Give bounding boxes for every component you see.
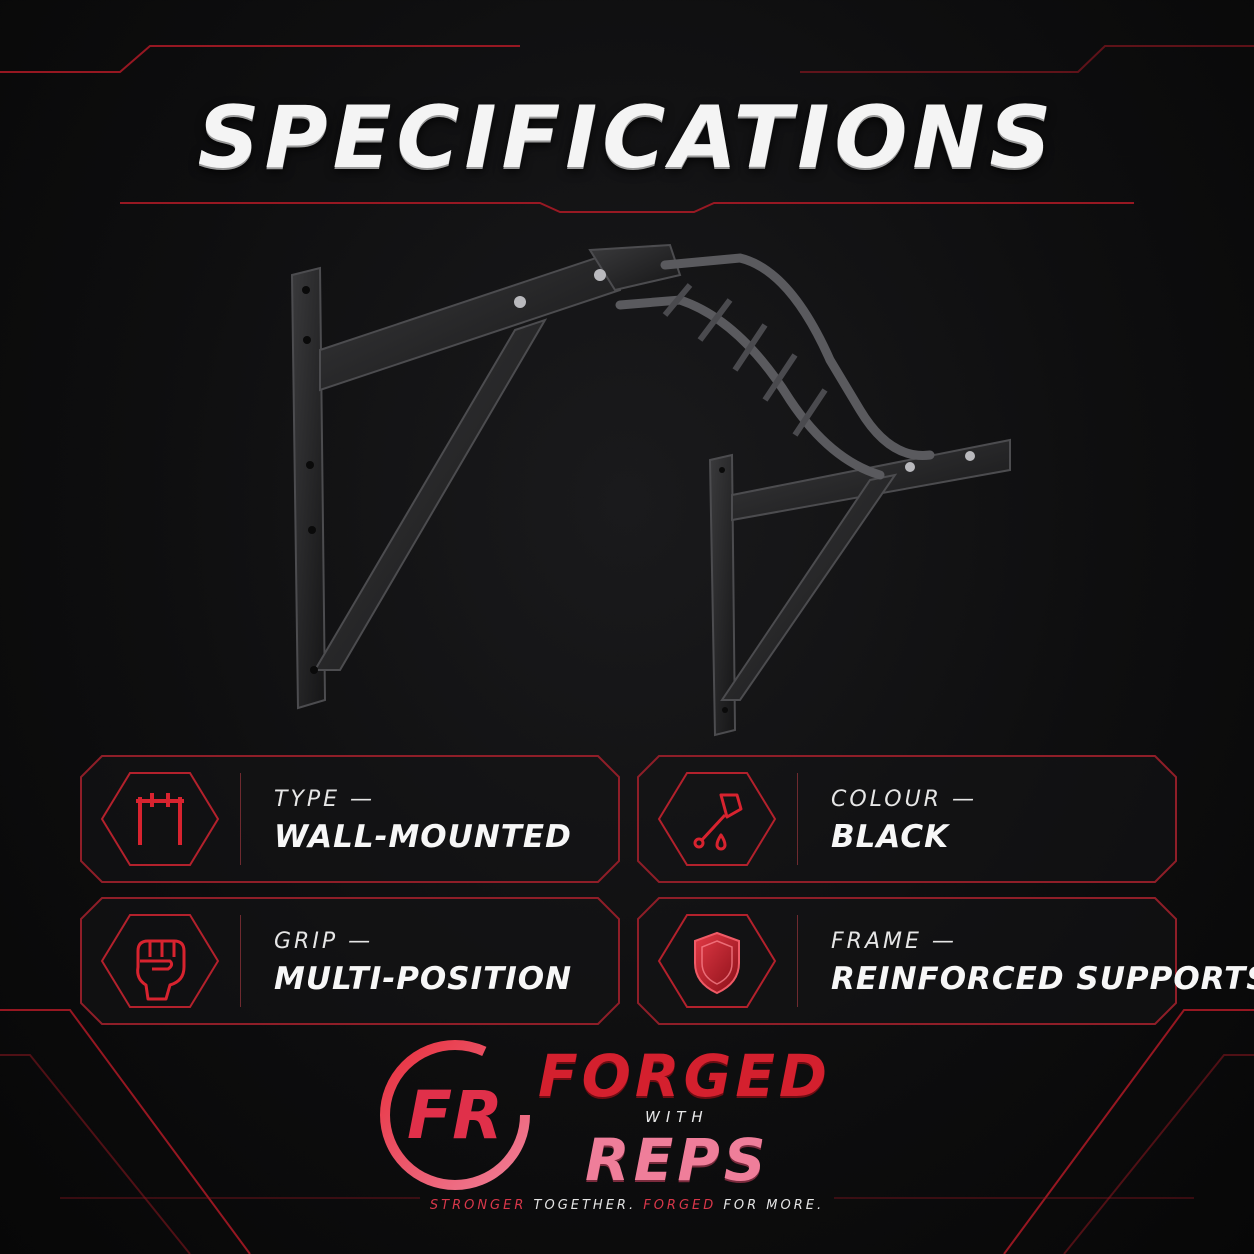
spec-card-colour: COLOUR — BLACK — [637, 755, 1177, 883]
shield-icon — [657, 914, 777, 1008]
tagline-part: FORGED — [643, 1198, 717, 1213]
spec-value: MULTI-POSITION — [274, 961, 573, 997]
card-divider — [240, 915, 241, 1007]
pull-up-bar-icon — [100, 772, 220, 866]
fist-icon — [100, 914, 220, 1008]
brand-word-reps: REPS — [585, 1126, 770, 1194]
monogram-text: FR — [407, 1077, 503, 1154]
tagline-part: FOR MORE. — [716, 1198, 825, 1213]
card-border — [80, 897, 620, 1025]
paint-brush-icon — [657, 772, 777, 866]
brand-word-forged: FORGED — [538, 1042, 831, 1110]
card-divider — [240, 773, 241, 865]
tagline-part: TOGETHER. — [526, 1198, 644, 1213]
page-title: SPECIFICATIONS — [197, 88, 1057, 188]
card-border — [637, 755, 1177, 883]
brand-logo: FR FORGED WITH REPS — [380, 1030, 880, 1200]
brand-word-with: WITH — [645, 1108, 709, 1126]
brand-tagline: STRONGER TOGETHER. FORGED FOR MORE. — [0, 1198, 1254, 1213]
fr-monogram-icon: FR — [380, 1040, 530, 1190]
card-border — [637, 897, 1177, 1025]
tagline-part: STRONGER — [429, 1198, 527, 1213]
spec-label: FRAME — — [831, 929, 957, 954]
card-border — [80, 755, 620, 883]
spec-card-type: TYPE — WALL-MOUNTED — [80, 755, 620, 883]
card-divider — [797, 915, 798, 1007]
spec-value: REINFORCED SUPPORTS — [831, 961, 1254, 997]
spec-label: TYPE — — [274, 787, 376, 812]
spec-card-frame: FRAME — REINFORCED SUPPORTS — [637, 897, 1254, 1025]
spec-value: WALL-MOUNTED — [274, 819, 572, 855]
spec-value: BLACK — [831, 819, 950, 855]
card-divider — [797, 773, 798, 865]
pull-up-bar-product-image — [290, 243, 1011, 737]
spec-label: GRIP — — [274, 929, 374, 954]
spec-card-grip: GRIP — MULTI-POSITION — [80, 897, 620, 1025]
spec-label: COLOUR — — [831, 787, 977, 812]
